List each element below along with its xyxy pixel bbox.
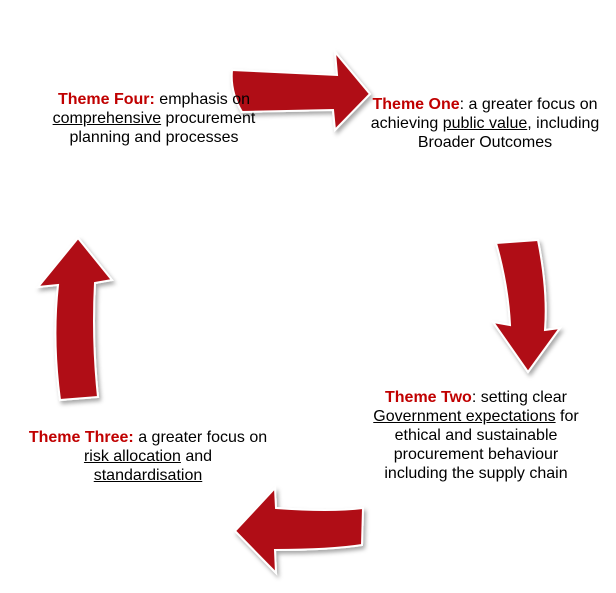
theme-three-underlined-term-1: risk allocation (83, 448, 181, 465)
theme-four-text-2: procurement planning and processes (69, 110, 256, 146)
theme-one-title: Theme One (372, 96, 460, 113)
theme-four-title: Theme Four: (57, 91, 155, 108)
theme-three-underlined-term-2: standardisation (93, 467, 203, 484)
theme-three-text-2: and (180, 448, 213, 465)
theme-two-text-2: for ethical and sustainable procurement … (384, 408, 579, 482)
theme-three-block: Theme Three: a greater focus on risk all… (28, 428, 268, 485)
theme-three-title: Theme Three: (28, 429, 134, 446)
theme-two-block: Theme Two: setting clear Government expe… (366, 388, 586, 483)
arrow-right-down (490, 238, 563, 374)
theme-one-underlined-term: public value (442, 115, 528, 132)
theme-four-block: Theme Four: emphasis on comprehensive pr… (50, 90, 258, 147)
arrow-left-up (35, 236, 114, 402)
theme-three-text-1: a greater focus on (133, 429, 268, 446)
theme-one-text-2: , including Broader Outcomes (417, 115, 600, 151)
theme-one-block: Theme One: a greater focus on achieving … (370, 95, 600, 152)
theme-two-text-1: : setting clear (471, 389, 567, 406)
arrow-top-right (230, 48, 372, 133)
theme-four-underlined-term: comprehensive (52, 110, 162, 127)
theme-one-text-1: : a greater focus on achieving (370, 96, 598, 132)
theme-two-underlined-term: Government expectations (373, 408, 556, 425)
theme-four-text-1: emphasis on (154, 91, 251, 108)
theme-two-title: Theme Two (385, 389, 472, 406)
arrow-bottom-left (233, 485, 365, 576)
